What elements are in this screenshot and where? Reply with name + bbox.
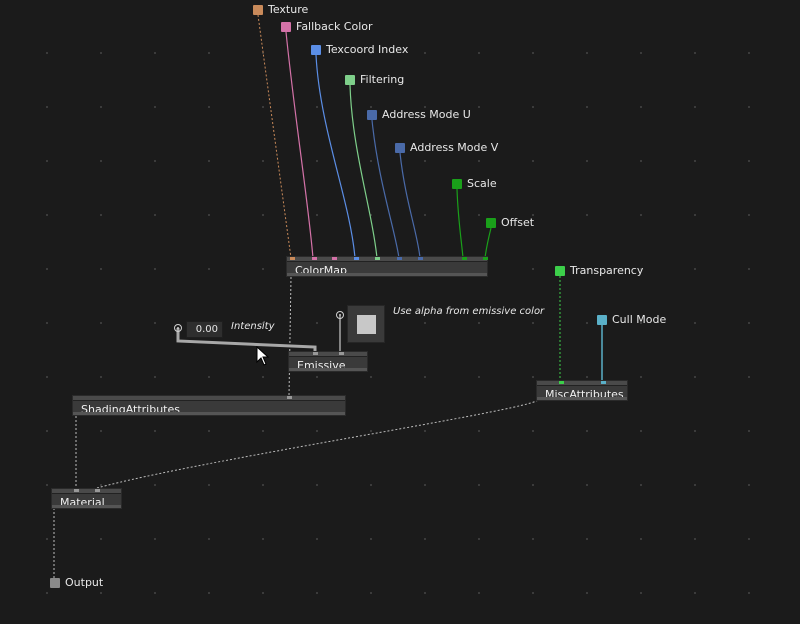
- cull-mode-pin[interactable]: [597, 315, 607, 325]
- misc-attributes-title: MiscAttributes: [545, 388, 624, 401]
- address-mode-u-pin[interactable]: [367, 110, 377, 120]
- wire-address-u: [371, 119, 400, 259]
- emissive-title: Emissive: [297, 359, 346, 372]
- address-mode-v-pin[interactable]: [395, 143, 405, 153]
- misc-attributes-input-bar: [537, 381, 627, 386]
- alpha-toggle[interactable]: [336, 311, 344, 319]
- shading-attributes-output-bar: [73, 412, 345, 415]
- wire-offset: [484, 227, 492, 259]
- colormap-port-texcoord2[interactable]: [354, 257, 359, 260]
- wire-texture: [257, 14, 292, 259]
- cull-mode-label: Cull Mode: [612, 313, 667, 326]
- colormap-port-scale[interactable]: [462, 257, 467, 260]
- offset-label: Offset: [501, 216, 535, 229]
- material-output-bar: [52, 505, 121, 508]
- scale-label: Scale: [467, 177, 497, 190]
- output-pin[interactable]: [50, 578, 60, 588]
- colormap-port-fallback[interactable]: [312, 257, 317, 260]
- misc-attributes-output-bar: [537, 397, 627, 400]
- address-mode-u-label: Address Mode U: [382, 108, 471, 121]
- output-label: Output: [65, 576, 104, 589]
- intensity-toggle[interactable]: [174, 324, 182, 332]
- intensity-label: Intensity: [231, 321, 275, 332]
- shading-attributes-title: ShadingAttributes: [81, 403, 180, 416]
- wire-filtering: [349, 84, 378, 259]
- emissive-input-bar: [289, 352, 367, 357]
- fallback-color-pin[interactable]: [281, 22, 291, 32]
- colormap-port-texture[interactable]: [290, 257, 295, 260]
- colormap-port-texcoord[interactable]: [332, 257, 337, 260]
- texture-label: Texture: [268, 3, 309, 16]
- colormap-port-filtering[interactable]: [375, 257, 380, 260]
- colormap-node[interactable]: ColorMap: [286, 256, 488, 277]
- emissive-color-swatch-frame[interactable]: [347, 305, 385, 343]
- transparency-pin[interactable]: [555, 266, 565, 276]
- wire-scale: [456, 188, 464, 259]
- colormap-output-bar: [287, 273, 487, 276]
- misc-port-transparency[interactable]: [559, 381, 564, 384]
- emissive-port-intensity[interactable]: [313, 352, 318, 355]
- shading-attributes-node[interactable]: ShadingAttributes: [72, 395, 346, 416]
- address-mode-v-label: Address Mode V: [410, 141, 499, 154]
- emissive-port-alpha[interactable]: [339, 352, 344, 355]
- misc-port-cull-mode[interactable]: [601, 381, 606, 384]
- material-node[interactable]: Material: [51, 488, 122, 509]
- texture-pin[interactable]: [253, 5, 263, 15]
- emissive-color-swatch: [357, 315, 376, 334]
- material-input-bar: [52, 489, 121, 494]
- shading-port-colormap[interactable]: [287, 396, 292, 399]
- wire-address-v: [399, 152, 421, 259]
- shading-attributes-input-bar: [73, 396, 345, 401]
- texcoord-index-pin[interactable]: [311, 45, 321, 55]
- wire-texcoord-index: [315, 54, 356, 259]
- wire-fallback-color: [285, 31, 314, 259]
- mouse-cursor-icon: [256, 346, 270, 366]
- wire-intensity-emissive: [176, 328, 317, 353]
- colormap-input-bar: [287, 257, 487, 262]
- wire-misc-material: [96, 399, 539, 489]
- colormap-port-offset[interactable]: [483, 257, 488, 260]
- filtering-pin[interactable]: [345, 75, 355, 85]
- colormap-title: ColorMap: [295, 264, 347, 277]
- emissive-node[interactable]: Emissive: [288, 351, 368, 372]
- material-port-shading[interactable]: [74, 489, 79, 492]
- alpha-toggle-label: Use alpha from emissive color: [393, 306, 545, 317]
- emissive-output-bar: [289, 368, 367, 371]
- colormap-port-address-v[interactable]: [418, 257, 423, 260]
- scale-pin[interactable]: [452, 179, 462, 189]
- material-port-misc[interactable]: [95, 489, 100, 492]
- filtering-label: Filtering: [360, 73, 405, 86]
- wire-colormap-shading: [288, 276, 292, 397]
- texcoord-index-label: Texcoord Index: [326, 43, 409, 56]
- intensity-value[interactable]: 0.00: [186, 321, 223, 338]
- offset-pin[interactable]: [486, 218, 496, 228]
- transparency-label: Transparency: [570, 264, 644, 277]
- material-title: Material: [60, 496, 105, 509]
- fallback-color-label: Fallback Color: [296, 20, 373, 33]
- colormap-port-address-u[interactable]: [397, 257, 402, 260]
- misc-attributes-node[interactable]: MiscAttributes: [536, 380, 628, 401]
